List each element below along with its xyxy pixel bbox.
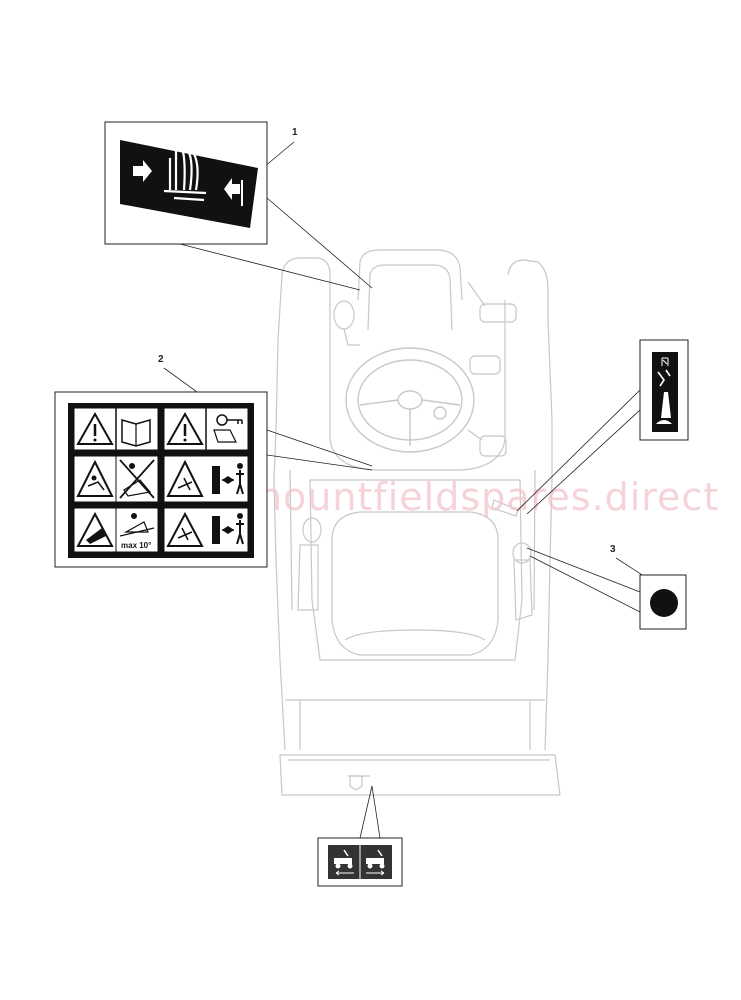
no-passengers-icon [115, 455, 159, 503]
callout-number-1: 1 [292, 127, 298, 138]
watermark-text: mountfieldspares.direct [245, 475, 719, 519]
callout-number-3: 3 [610, 544, 616, 555]
max-slope-icon: max 10° [115, 507, 159, 553]
max-slope-label: max 10° [121, 541, 151, 550]
callout-1: 1 [104, 121, 373, 291]
keep-distance-icon [163, 507, 249, 553]
callout-2: 2 [54, 354, 373, 568]
steering-wheel [345, 347, 475, 453]
levers-pedals [297, 281, 533, 621]
black-dot-decal-icon [650, 589, 678, 617]
throttle-decal-icon [652, 352, 678, 432]
tractor-outline [273, 249, 561, 796]
callout-number-2: 2 [158, 354, 164, 365]
warning-key-icon [163, 407, 249, 451]
tow-lever-decal [317, 785, 403, 887]
thrown-objects-icon [73, 455, 117, 503]
blade-hazard-icon [163, 455, 249, 503]
callout-3: 3 [526, 544, 687, 630]
warning-manual-icon [73, 407, 159, 451]
throttle-decal [516, 339, 689, 515]
reverse-mowing-decal-icon [120, 140, 258, 228]
slope-tip-icon [73, 507, 117, 553]
tow-lever-decal-icon [328, 845, 392, 879]
